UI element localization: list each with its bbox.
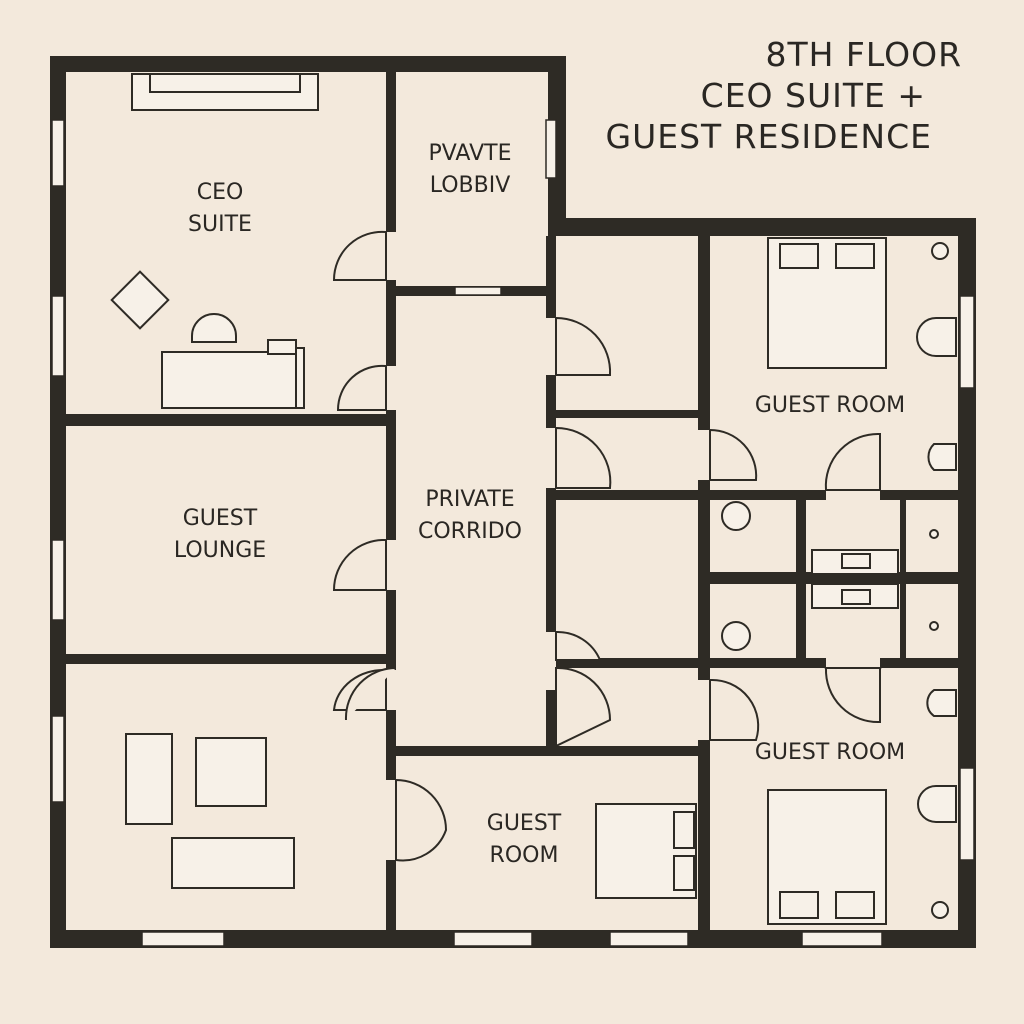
room-label-guest-room-top: GUEST ROOM: [755, 390, 905, 422]
title-line-3: GUEST RESIDENCE: [605, 117, 932, 156]
label-line: LOBBIV: [429, 173, 511, 198]
label-line: PVAVTE: [428, 141, 512, 166]
title-line-2: CEO SUITE +: [700, 76, 926, 115]
plan-title: 8TH FLOOR CEO SUITE + GUEST RESIDENCE: [606, 34, 962, 157]
label-line: GUEST ROOM: [754, 740, 906, 765]
furniture: [110, 73, 957, 925]
label-line: SUITE: [188, 212, 252, 237]
label-line: PRIVATE: [425, 487, 515, 512]
label-line: GUEST: [182, 506, 258, 531]
room-label-private-lobby: PVAVTE LOBBIV: [429, 138, 512, 202]
label-line: GUEST: [486, 811, 562, 836]
label-line: GUEST ROOM: [754, 393, 906, 418]
room-label-private-corridor: PRIVATE CORRIDO: [418, 484, 522, 548]
label-line: CORRIDO: [418, 519, 522, 544]
windows: [51, 119, 975, 947]
room-label-ceo-suite: CEO SUITE: [188, 177, 252, 241]
room-label-guest-room-right: GUEST ROOM: [755, 737, 905, 769]
room-label-guest-lounge: GUEST LOUNGE: [174, 503, 266, 567]
label-line: ROOM: [489, 843, 559, 868]
doors: [332, 230, 884, 862]
label-line: LOUNGE: [173, 538, 267, 563]
room-label-guest-room-bottom: GUEST ROOM: [487, 808, 561, 872]
label-line: CEO: [196, 180, 244, 205]
title-line-1: 8TH FLOOR: [765, 35, 962, 74]
